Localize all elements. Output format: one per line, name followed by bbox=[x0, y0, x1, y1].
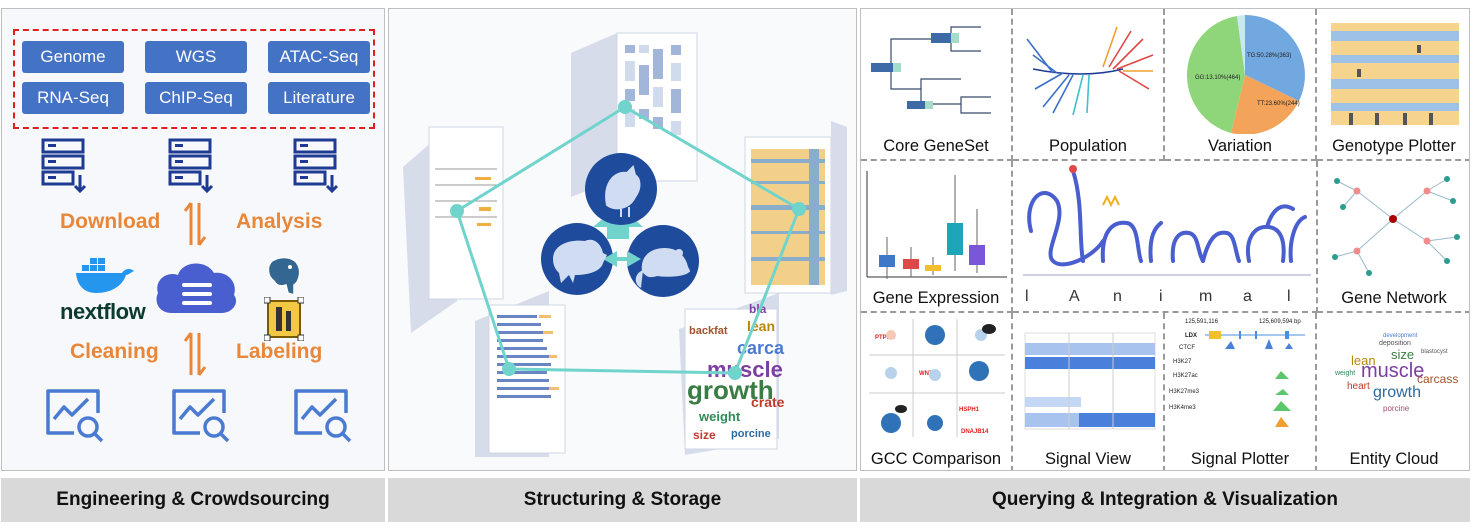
svg-text:PTPRC: PTPRC bbox=[875, 335, 896, 341]
svg-text:crate: crate bbox=[751, 394, 785, 410]
phylogenetic-tree-thumbnail bbox=[1026, 26, 1154, 116]
svg-text:weight: weight bbox=[698, 409, 741, 424]
svg-text:GG:13.10%(464): GG:13.10%(464) bbox=[1195, 75, 1240, 81]
tool-population[interactable]: Population bbox=[1013, 9, 1165, 161]
cloud-database-icon bbox=[156, 263, 237, 313]
atac-seq-button[interactable]: ATAC-Seq bbox=[268, 41, 370, 73]
svg-text:size: size bbox=[693, 428, 716, 442]
svg-text:n: n bbox=[1113, 288, 1124, 305]
analytics-search-icon bbox=[294, 389, 352, 443]
tool-gcc-comparison[interactable]: PTPRC WNT1 HSPH1 DNAJB14 GCC Comparison bbox=[861, 313, 1013, 470]
svg-text:l: l bbox=[1287, 288, 1293, 305]
analytics-search-icon bbox=[172, 389, 230, 443]
svg-text:muscle: muscle bbox=[1361, 360, 1424, 382]
wgs-button[interactable]: WGS bbox=[145, 41, 247, 73]
tool-signal-view[interactable]: Signal View bbox=[1013, 313, 1165, 470]
tool-variation[interactable]: TG:50.28%(363) TT:23.60%(244) GG:13.10%(… bbox=[1165, 9, 1317, 161]
engineering-panel: Genome WGS ATAC-Seq RNA-Seq ChIP-Seq Lit… bbox=[1, 8, 385, 471]
svg-text:HSPH1: HSPH1 bbox=[959, 407, 980, 413]
postgresql-icon bbox=[267, 256, 301, 297]
visualization-footer: Querying & Integration & Visualization bbox=[860, 478, 1470, 522]
svg-text:size: size bbox=[1391, 347, 1414, 362]
species-cluster bbox=[541, 153, 699, 297]
genotype-card bbox=[744, 121, 847, 295]
svg-text:growth: growth bbox=[687, 375, 774, 405]
svg-text:lean: lean bbox=[1351, 353, 1376, 368]
svg-text:weight: weight bbox=[1334, 370, 1355, 377]
svg-text:a: a bbox=[1243, 288, 1254, 305]
signal-tracks-thumbnail bbox=[1024, 332, 1156, 430]
pie-chart-thumbnail: TG:50.28%(363) TT:23.60%(244) GG:13.10%(… bbox=[1186, 15, 1305, 135]
svg-text:H3K4me3: H3K4me3 bbox=[1169, 405, 1196, 411]
svg-text:LDX: LDX bbox=[1185, 333, 1197, 339]
svg-text:porcine: porcine bbox=[1383, 404, 1410, 413]
bar-chart-card bbox=[475, 291, 566, 457]
nextflow-logo: nextflow bbox=[60, 299, 146, 324]
tool-signal-plotter[interactable]: 125,591,116 125,609,594 bp LDX CTCF H3K2… bbox=[1165, 313, 1317, 470]
literature-button[interactable]: Literature bbox=[268, 82, 370, 114]
database-download-icon bbox=[168, 138, 214, 193]
engineering-footer: Engineering & Crowdsourcing bbox=[1, 478, 385, 522]
svg-text:m: m bbox=[1199, 288, 1214, 305]
label-tool-icon bbox=[264, 297, 304, 341]
storage-panel: growth muscle carca lean backfat weight … bbox=[388, 8, 857, 471]
tool-core-geneset[interactable]: Core GeneSet bbox=[861, 9, 1013, 161]
word-cloud-thumbnail: muscle growth lean size carcass heart de… bbox=[1334, 333, 1458, 413]
svg-text:porcine: porcine bbox=[731, 428, 771, 440]
animal-logo: l A n i m a l bbox=[1013, 161, 1318, 313]
genome-button[interactable]: Genome bbox=[22, 41, 124, 73]
analysis-label: Analysis bbox=[236, 210, 323, 233]
genome-browser-card bbox=[403, 126, 504, 333]
database-download-icon bbox=[293, 138, 339, 193]
network-graph-thumbnail bbox=[1332, 176, 1460, 276]
database-download-icon bbox=[41, 138, 87, 193]
svg-text:deposition: deposition bbox=[1379, 340, 1411, 347]
svg-text:development: development bbox=[1383, 333, 1418, 339]
svg-text:backfat: backfat bbox=[689, 325, 728, 337]
svg-text:TT:23.60%(244): TT:23.60%(244) bbox=[1257, 101, 1300, 107]
bubble-matrix-thumbnail: PTPRC WNT1 HSPH1 DNAJB14 bbox=[869, 319, 1005, 437]
genotype-matrix-thumbnail bbox=[1331, 23, 1459, 125]
svg-text:l: l bbox=[1025, 288, 1031, 305]
svg-text:heart: heart bbox=[1347, 381, 1370, 392]
labeling-label: Labeling bbox=[236, 340, 323, 363]
svg-text:DNAJB14: DNAJB14 bbox=[961, 429, 989, 435]
svg-text:growth: growth bbox=[1373, 384, 1421, 401]
tool-gene-expression[interactable]: Gene Expression bbox=[861, 161, 1013, 313]
svg-text:TG:50.28%(363): TG:50.28%(363) bbox=[1247, 53, 1291, 59]
tool-entity-cloud[interactable]: muscle growth lean size carcass heart de… bbox=[1317, 313, 1469, 470]
exchange-arrows-icon bbox=[183, 332, 207, 376]
svg-text:carcass: carcass bbox=[1417, 372, 1458, 386]
boxplot-thumbnail bbox=[866, 171, 1007, 279]
tool-genotype-plotter[interactable]: Genotype Plotter bbox=[1317, 9, 1469, 161]
animal-logo-art: l A n i m a l bbox=[1023, 165, 1311, 305]
svg-text:125,609,594 bp: 125,609,594 bp bbox=[1259, 319, 1301, 325]
svg-text:A: A bbox=[1069, 288, 1082, 305]
svg-text:H3K27me3: H3K27me3 bbox=[1169, 389, 1200, 395]
dendrogram-thumbnail bbox=[871, 26, 991, 114]
visualization-panel: Core GeneSet Population TG:50.28%(363) bbox=[860, 8, 1470, 471]
svg-text:blastocyst: blastocyst bbox=[1421, 349, 1448, 355]
signal-plotter-thumbnail: 125,591,116 125,609,594 bp LDX CTCF H3K2… bbox=[1169, 319, 1305, 427]
docker-icon bbox=[76, 258, 134, 293]
svg-text:125,591,116: 125,591,116 bbox=[1185, 319, 1219, 325]
svg-text:WNT1: WNT1 bbox=[919, 371, 937, 377]
storage-footer: Structuring & Storage bbox=[388, 478, 857, 522]
tool-gene-network[interactable]: Gene Network bbox=[1317, 161, 1469, 313]
svg-text:H3K27ac: H3K27ac bbox=[1173, 373, 1198, 379]
chip-seq-button[interactable]: ChIP-Seq bbox=[145, 82, 247, 114]
svg-text:CTCF: CTCF bbox=[1179, 345, 1195, 351]
download-label: Download bbox=[60, 210, 161, 233]
rna-seq-button[interactable]: RNA-Seq bbox=[22, 82, 124, 114]
svg-text:H3K27: H3K27 bbox=[1173, 359, 1192, 365]
svg-text:i: i bbox=[1159, 288, 1165, 305]
analytics-search-icon bbox=[46, 389, 104, 443]
cleaning-label: Cleaning bbox=[70, 340, 159, 363]
data-sources-group bbox=[13, 29, 375, 129]
exchange-arrows-icon bbox=[183, 202, 207, 246]
storage-network-diagram: growth muscle carca lean backfat weight … bbox=[403, 32, 847, 457]
svg-text:carca: carca bbox=[737, 338, 785, 358]
svg-text:muscle: muscle bbox=[707, 357, 783, 382]
